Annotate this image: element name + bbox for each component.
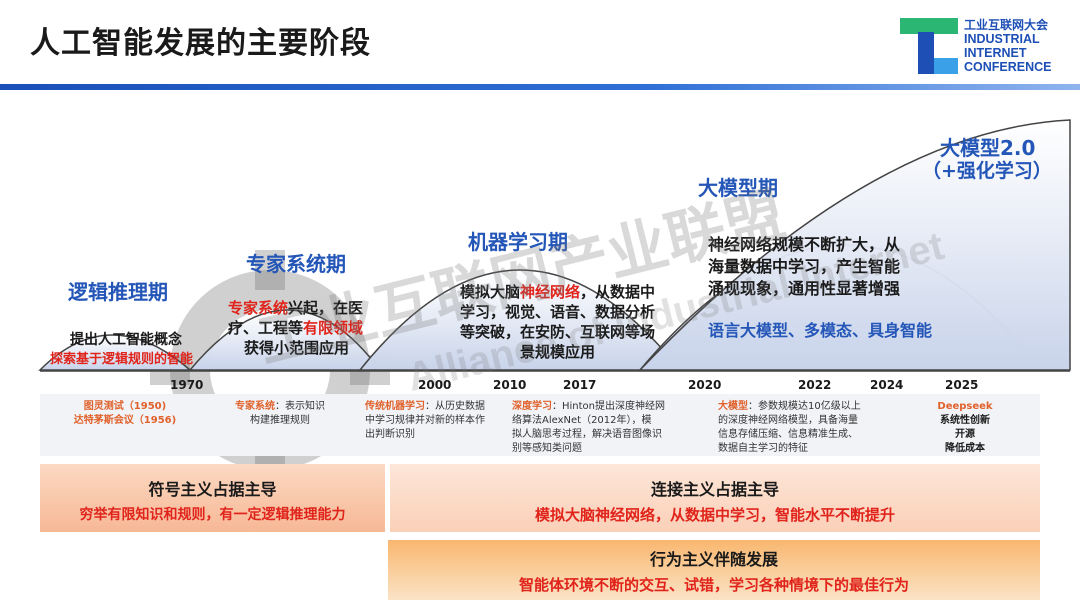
ml-desc-3: 等突破，在安防、互联网等场 — [460, 323, 656, 341]
stage-label-logic: 逻辑推理期 — [68, 280, 168, 304]
stage-label-expert: 专家系统期 — [246, 252, 346, 276]
detail-expert: 专家系统：表示知识 构建推理规则 — [235, 401, 325, 426]
stage-label-big-model: 大模型期 — [698, 176, 778, 200]
panel-connectionism: 连接主义占据主导 模拟大脑神经网络，从数据中学习，智能水平不断提升 — [390, 464, 1040, 532]
logo-mark-icon — [900, 18, 958, 74]
logo-text-en-3: CONFERENCE — [964, 60, 1052, 74]
detail-logic: 图灵测试（1950) 达特茅斯会议（1956) — [73, 401, 177, 426]
conference-logo: 工业互联网大会 INDUSTRIAL INTERNET CONFERENCE — [900, 16, 1070, 76]
logic-desc-2: 探索基于逻辑规则的智能 — [50, 352, 194, 367]
expert-desc-hl-1: 专家系统 — [228, 299, 289, 317]
panel-behaviorism: 行为主义伴随发展 智能体环境不断的交互、试错，学习各种情境下的最佳行为 — [388, 540, 1040, 600]
ml-desc-hl: 神经网络 — [520, 283, 581, 301]
ml-desc-2: 学习，视觉、语音、数据分析 — [460, 303, 656, 321]
expert-desc-2: 疗、工程等有限领域 — [228, 319, 364, 337]
year-label: 2024 — [870, 378, 904, 392]
ml-desc-4: 景规模应用 — [520, 343, 596, 361]
header-divider — [0, 84, 1080, 90]
bm-desc-1: 神经网络规模不断扩大，从 — [708, 235, 901, 254]
logo-text-en-2: INTERNET — [964, 46, 1027, 60]
year-label: 2022 — [798, 378, 832, 392]
stage-label-big-model-2: 大模型2.0 — [940, 136, 1036, 160]
panel-symbolism: 符号主义占据主导 穷举有限知识和规则，有一定逻辑推理能力 — [40, 464, 385, 532]
page-title: 人工智能发展的主要阶段 — [30, 26, 371, 61]
detail-ml: 传统机器学习：从历史数据 中学习规律并对新的样本作 出判断识别 — [365, 401, 485, 440]
bm-desc-blue: 语言大模型、多模态、具身智能 — [708, 321, 933, 340]
detail-big-model: 大模型：参数规模达10亿级以上 的深度神经网络模型，具备海量 信息存储压缩、信息… — [718, 401, 861, 454]
year-label: 2010 — [493, 378, 527, 392]
expert-desc-hl-2: 有限领域 — [303, 319, 364, 337]
detail-deepseek: Deepseek 系统性创新 开源 降低成本 — [937, 401, 993, 454]
stage-hills — [38, 119, 1071, 372]
logic-desc-1: 提出人工智能概念 — [70, 332, 182, 348]
detail-deep-learning: 深度学习：Hinton提出深度神经网 络算法AlexNet（2012年），模 拟… — [512, 401, 666, 454]
expert-desc-3: 获得小范围应用 — [244, 339, 350, 357]
logo-text-cn: 工业互联网大会 — [964, 18, 1049, 32]
bm-desc-2: 海量数据中学习，产生智能 — [708, 257, 901, 276]
stage-label-ml: 机器学习期 — [468, 230, 568, 254]
year-label: 1970 — [170, 378, 204, 392]
expert-desc-1: 专家系统兴起，在医 — [228, 299, 364, 317]
logo-text-en-1: INDUSTRIAL — [964, 32, 1040, 46]
year-label: 2000 — [418, 378, 452, 392]
year-label: 2025 — [945, 378, 979, 392]
stage-label-big-model-2-sub: （+强化学习） — [922, 160, 1052, 182]
year-label: 2020 — [688, 378, 722, 392]
ml-desc-1: 模拟大脑神经网络，从数据中 — [460, 283, 656, 301]
bm-desc-3: 涌现现象，通用性显著增强 — [708, 279, 901, 298]
year-label: 2017 — [563, 378, 597, 392]
detail-band — [40, 394, 1040, 456]
